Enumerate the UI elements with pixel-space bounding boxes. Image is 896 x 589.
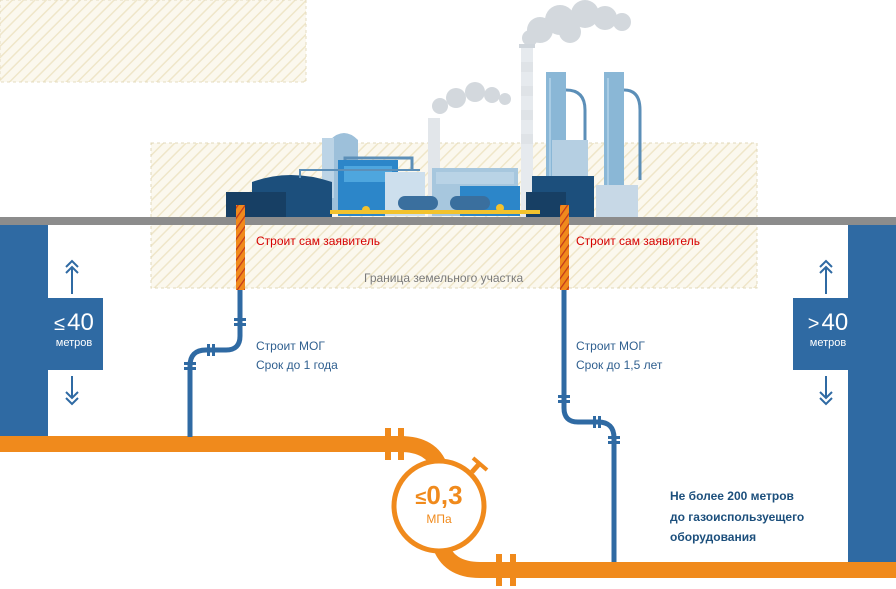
ground-line	[0, 217, 896, 225]
label-mog-builds-right: Строит МОГ	[576, 339, 645, 353]
legend-hatched-box	[0, 0, 307, 83]
label-plot-boundary: Граница земельного участка	[364, 271, 524, 285]
right-distance-arrow-icon	[819, 259, 833, 406]
distance-left-number: 40	[67, 309, 94, 336]
pressure-value: ≤0,3 МПа	[393, 481, 485, 526]
label-term-right: Срок до 1,5 лет	[576, 358, 663, 372]
service-pipe-left-couplings	[184, 318, 246, 370]
distance-left-symbol: ≤	[54, 313, 66, 335]
left-distance-arrow-icon	[65, 259, 79, 406]
applicant-pipe-left	[236, 205, 245, 290]
factory-icon	[226, 44, 642, 218]
left-distance-badge	[0, 298, 103, 370]
distance-left-unit: метров	[55, 337, 93, 349]
note-line-2: до газоиспользуещего	[670, 510, 805, 524]
label-applicant-builds-right: Строит сам заявитель	[576, 234, 700, 248]
distance-right-unit: метров	[809, 337, 847, 349]
pressure-number: 0,3	[426, 480, 463, 510]
right-distance-column	[848, 225, 896, 567]
distance-left-value: ≤40 метров	[46, 310, 102, 350]
note-line-1: Не более 200 метров	[670, 489, 794, 503]
distance-right-number: 40	[821, 309, 849, 336]
right-distance-badge	[793, 298, 896, 370]
service-pipe-right-couplings	[558, 395, 620, 444]
distance-right-value: >40 метров	[800, 310, 856, 350]
service-pipe-right	[561, 288, 617, 562]
smoke-cloud-icon-small	[432, 82, 511, 114]
label-mog-builds-left: Строит МОГ	[256, 339, 325, 353]
smoke-cloud-icon	[522, 0, 631, 46]
pressure-gauge-icon	[391, 456, 489, 554]
note-line-3: оборудования	[670, 530, 757, 544]
gas-main-couplings	[385, 428, 516, 586]
pressure-unit: МПа	[426, 512, 452, 526]
label-term-left: Срок до 1 года	[256, 358, 338, 372]
service-pipe-left	[187, 288, 243, 437]
pressure-symbol: ≤	[415, 487, 427, 509]
distance-right-symbol: >	[807, 313, 820, 335]
label-applicant-builds-left: Строит сам заявитель	[256, 234, 380, 248]
applicant-pipe-right	[560, 205, 569, 290]
